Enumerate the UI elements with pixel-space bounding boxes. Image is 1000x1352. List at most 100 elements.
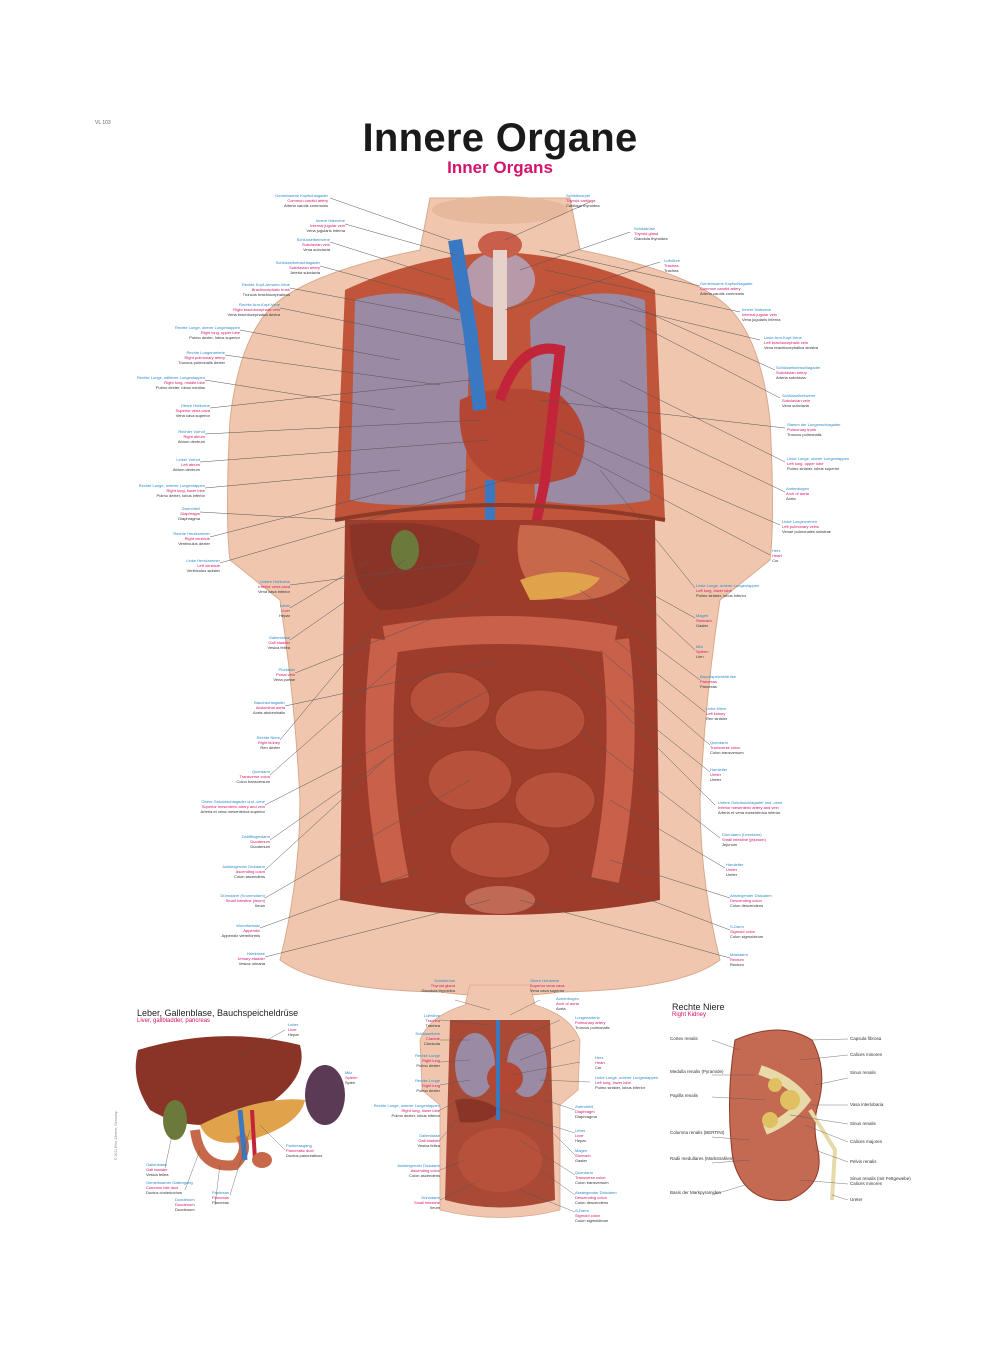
organ-label-en: Spleen: [345, 1075, 358, 1080]
organ-label-la: Colon ascendens: [234, 874, 265, 879]
organ-label-en: Common carotid artery: [287, 198, 328, 203]
organ-label-de: Harnleiter: [710, 767, 728, 772]
organ-label-en: Left kidney: [706, 711, 726, 716]
organ-label-de: Obere Hohlvene: [530, 978, 560, 983]
organ-label-de: Leber: [288, 1022, 299, 1027]
organ-label-en: Gall bladder: [418, 1138, 440, 1143]
organ-label-de: Pankreas: [212, 1190, 229, 1195]
organ-label-la: Ren dexter: [260, 745, 280, 750]
organ-label-la: Pulmo sinister, lobus inferior: [696, 593, 747, 598]
organ-label-de: Schildknorpel: [566, 193, 591, 198]
organ-label-de: Milz: [696, 644, 704, 649]
organ-label-de: Schlüsselbeinvene: [782, 393, 816, 398]
organ-label-en: Right lung, upper lobe: [200, 330, 240, 335]
organ-label-de: Schlüsselbeinschlagader: [776, 365, 821, 370]
organ-label-la: Lien: [696, 654, 704, 659]
organ-label-la: Aorta: [786, 496, 796, 501]
organ-label-de: Linke Arm-Kopf-Vene: [764, 335, 802, 340]
organ-label-de: Rechte Lunge, unterer Lungenlappen: [373, 1103, 440, 1108]
kidney-label: Cortex renalis: [670, 1036, 698, 1041]
organ-label-la: Arteria carotis communis: [700, 291, 745, 296]
organ-label-de: Rechte Lunge, oberer Lungenlappen: [174, 325, 240, 330]
organ-label-en: Right brachiocephalic vein: [233, 307, 280, 312]
organ-label-la: Venae pulmonales sinistrae: [782, 529, 831, 534]
organ-label-de: Rechte Arm-Kopf-Vene: [239, 302, 280, 307]
copyright: © 2011 Erler-Zimmer, Germany: [114, 1111, 118, 1160]
organ-label-de: Untere Gekrösschlagader und -vene: [718, 800, 783, 805]
organ-label-la: Duodenum: [250, 844, 270, 849]
organ-label-de: Dünndarm (Krummdarm): [220, 893, 265, 898]
organ-label-la: Arteria et vena mesenterica superior: [200, 809, 265, 814]
organ-label-la: Colon descendens: [575, 1200, 609, 1205]
organ-label-la: Ren sinister: [706, 716, 728, 721]
organ-label-de: Leber: [279, 603, 290, 608]
organ-label-la: Cor: [772, 558, 779, 563]
organ-label: Dünndarm (Leerdarm)Small intestine (jeju…: [722, 832, 766, 847]
organ-label-en: Stomach: [575, 1153, 591, 1158]
organ-label-de: Magen: [575, 1148, 588, 1153]
organ-label-de: Bauchschlagader: [254, 700, 285, 705]
organ-label-en: Portal vein: [276, 672, 295, 677]
organ-label-la: Truncus pulmonalis dexter: [178, 360, 225, 365]
organ-label-la: Vesica fellea: [417, 1143, 440, 1148]
organ-label-la: Pulmo dexter: [416, 1088, 440, 1093]
kidney-label: Capsula fibrosa: [850, 1036, 882, 1041]
organ-label-de: Linke Herzkammer: [186, 558, 220, 563]
kidney-label: Calices minores: [850, 1181, 883, 1186]
organ-label-de: Gemeinsame Kopfschlagader: [275, 193, 328, 198]
organ-label-de: Stamm der Lungenschlagader: [787, 422, 841, 427]
organ-label-de: Zwerchfell: [181, 506, 200, 511]
organ-label-de: Gallenblase: [418, 1133, 440, 1138]
kidney-label: Sinus renalis: [850, 1070, 876, 1075]
kidney-label: Medulla renalis (Pyramide): [670, 1069, 724, 1074]
organ-label-de: Bauchspeicheldrüse: [700, 674, 737, 679]
organ-label-en: Pancreas: [212, 1195, 229, 1200]
organ-label-de: Querdarm: [251, 769, 270, 774]
organ-label-de: Harnleiter: [726, 862, 744, 867]
organ-label-de: Schlüsselbeinvene: [296, 237, 330, 242]
organ-label-la: Glandula thyroidea: [421, 988, 455, 993]
kidney-label: Sinus renalis: [850, 1121, 876, 1126]
organ-label-de: Dünndarm (Leerdarm): [722, 832, 762, 837]
organ-label-la: Appendix vermiformis: [221, 933, 260, 938]
organ-label-la: Duodenum: [175, 1207, 195, 1212]
organ-label-la: Pulmo dexter, lobus inferior: [391, 1113, 440, 1118]
organ-label-la: Glandula thyroidea: [634, 236, 668, 241]
organ-label-de: Aortenbogen: [786, 486, 809, 491]
kidney-panel-subtitle: Right Kidney: [672, 1012, 707, 1018]
organ-label-la: Arteria et vena mesenterica inferior: [718, 810, 781, 815]
organ-label-la: Pulmo dexter: [416, 1063, 440, 1068]
organ-label-la: Colon ascendens: [409, 1173, 440, 1178]
organ-label-de: Rechte Lunge, mittlerer Lungenlappen: [136, 375, 205, 380]
organ-label-de: Schlüsselbein: [415, 1031, 440, 1036]
organ-label-de: Herz: [595, 1055, 604, 1060]
organ-label-en: Liver: [575, 1133, 584, 1138]
poster-code: VL 103: [95, 120, 111, 126]
organ-label-la: Aorta abdominalis: [252, 710, 285, 715]
organ-label-la: Vena jugularis interna: [742, 317, 781, 322]
organ-label-de: Rechte Lunge, unterer Lungenlappen: [138, 483, 205, 488]
organ-label-en: Internal jugular vein: [310, 223, 345, 228]
